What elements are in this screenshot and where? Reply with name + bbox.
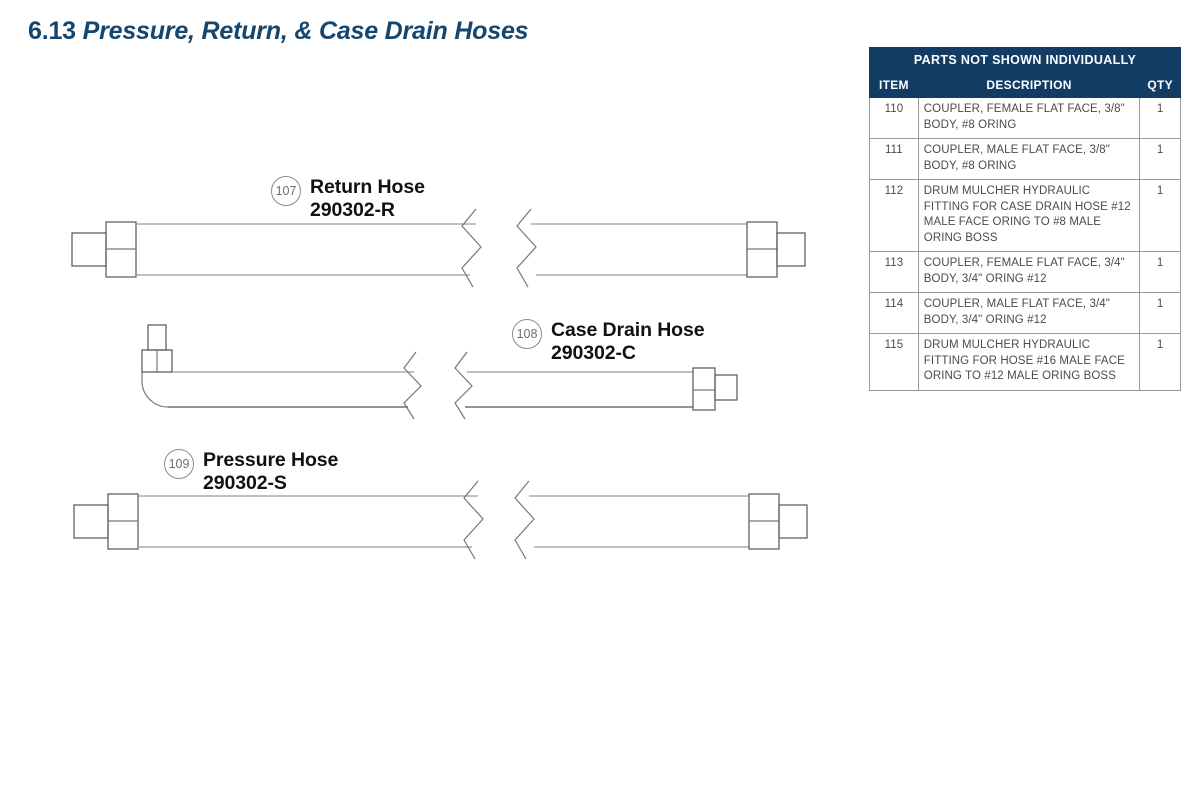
cell-item: 112 xyxy=(869,179,919,252)
hose-name-107: Return Hose xyxy=(310,176,425,198)
pressure-hose-drawing xyxy=(73,480,808,560)
cell-qty: 1 xyxy=(1139,179,1181,252)
parts-not-shown-table: PARTS NOT SHOWN INDIVIDUALLY ITEM DESCRI… xyxy=(869,47,1181,391)
callout-108[interactable]: 108 Case Drain Hose 290302-C xyxy=(512,319,705,365)
cell-description: COUPLER, FEMALE FLAT FACE, 3/4" BODY, 3/… xyxy=(917,251,1141,293)
return-hose-drawing xyxy=(71,208,806,288)
table-row: 115 DRUM MULCHER HYDRAULIC FITTING FOR H… xyxy=(869,333,1181,391)
parts-table-body: 110 COUPLER, FEMALE FLAT FACE, 3/8" BODY… xyxy=(869,97,1181,391)
cell-qty: 1 xyxy=(1139,97,1181,139)
hose-name-109: Pressure Hose xyxy=(203,449,339,471)
case-drain-hose-drawing xyxy=(141,324,738,420)
cell-qty: 1 xyxy=(1139,251,1181,293)
column-header-qty: QTY xyxy=(1139,72,1181,98)
cell-item: 115 xyxy=(869,333,919,391)
hose-diagram xyxy=(71,208,808,560)
table-row: 114 COUPLER, MALE FLAT FACE, 3/4" BODY, … xyxy=(869,292,1181,334)
cell-item: 114 xyxy=(869,292,919,334)
hose-part-number-109: 290302-S xyxy=(203,472,287,494)
cell-description: COUPLER, MALE FLAT FACE, 3/8" BODY, #8 O… xyxy=(917,138,1141,180)
callout-109[interactable]: 109 Pressure Hose 290302-S xyxy=(164,449,338,495)
section-number: 6.13 xyxy=(28,17,76,45)
cell-description: COUPLER, FEMALE FLAT FACE, 3/8" BODY, #8… xyxy=(917,97,1141,139)
table-header-row: ITEM DESCRIPTION QTY xyxy=(869,72,1181,98)
cell-qty: 1 xyxy=(1139,138,1181,180)
page-title: 6.13 Pressure, Return, & Case Drain Hose… xyxy=(28,17,529,46)
hose-name-108: Case Drain Hose xyxy=(551,319,705,341)
hose-part-number-108: 290302-C xyxy=(551,342,636,364)
callout-label-108: Case Drain Hose 290302-C xyxy=(551,319,705,365)
callout-label-109: Pressure Hose 290302-S xyxy=(203,449,338,495)
table-banner-row: PARTS NOT SHOWN INDIVIDUALLY xyxy=(869,47,1181,73)
callout-bubble-109: 109 xyxy=(164,449,194,479)
section-title: Pressure, Return, & Case Drain Hoses xyxy=(82,17,529,45)
cell-description: DRUM MULCHER HYDRAULIC FITTING FOR CASE … xyxy=(917,179,1141,252)
table-row: 112 DRUM MULCHER HYDRAULIC FITTING FOR C… xyxy=(869,179,1181,252)
callout-bubble-107: 107 xyxy=(271,176,301,206)
cell-description: DRUM MULCHER HYDRAULIC FITTING FOR HOSE … xyxy=(917,333,1141,391)
cell-item: 110 xyxy=(869,97,919,139)
cell-item: 113 xyxy=(869,251,919,293)
cell-description: COUPLER, MALE FLAT FACE, 3/4" BODY, 3/4"… xyxy=(917,292,1141,334)
callout-label-107: Return Hose 290302-R xyxy=(310,176,425,222)
column-header-item: ITEM xyxy=(869,72,919,98)
cell-qty: 1 xyxy=(1139,333,1181,391)
callout-107[interactable]: 107 Return Hose 290302-R xyxy=(271,176,425,222)
column-header-description: DESCRIPTION xyxy=(917,72,1141,98)
table-row: 110 COUPLER, FEMALE FLAT FACE, 3/8" BODY… xyxy=(869,97,1181,139)
cell-item: 111 xyxy=(869,138,919,180)
cell-qty: 1 xyxy=(1139,292,1181,334)
callout-bubble-108: 108 xyxy=(512,319,542,349)
table-row: 111 COUPLER, MALE FLAT FACE, 3/8" BODY, … xyxy=(869,138,1181,180)
table-banner: PARTS NOT SHOWN INDIVIDUALLY xyxy=(869,47,1181,73)
hose-part-number-107: 290302-R xyxy=(310,199,395,221)
table-row: 113 COUPLER, FEMALE FLAT FACE, 3/4" BODY… xyxy=(869,251,1181,293)
